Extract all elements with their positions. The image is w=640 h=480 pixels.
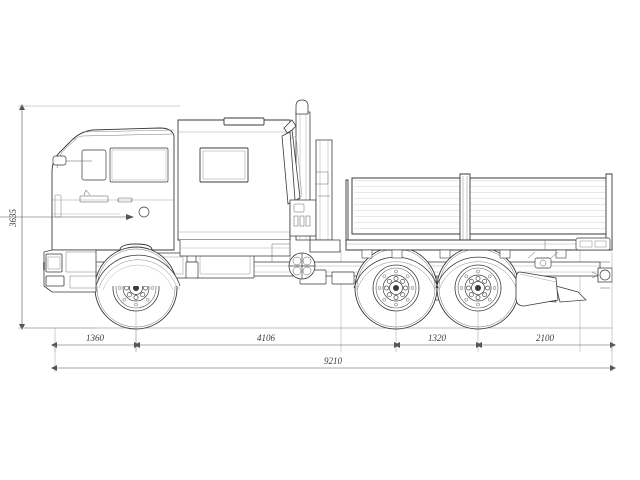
dimension-overall-height: 3635 (0, 104, 180, 330)
front-bumper (43, 249, 97, 293)
cab-window-front (81, 149, 107, 181)
roof-hatch (223, 117, 265, 126)
cab-window-side (109, 147, 169, 183)
rear-light-cluster (575, 237, 611, 251)
dimension-label-height: 3635 (8, 209, 18, 229)
dimension-label-bogie-spread: 1320 (428, 333, 447, 343)
crane-mount (309, 239, 341, 253)
dimension-label-rear-overhang: 2100 (536, 333, 555, 343)
aux-equipment (527, 240, 559, 269)
bed-front-post (345, 179, 349, 247)
dimension-label-front-overhang: 1360 (86, 333, 105, 343)
bed-mid-post (459, 173, 471, 247)
dimension-chain: 1360 4106 1320 2100 (51, 252, 616, 352)
module-window (199, 147, 249, 183)
door-handle (117, 197, 133, 203)
mirror (52, 155, 67, 166)
cab-badge (79, 195, 109, 203)
headlight (47, 256, 61, 270)
bed-rear-post (605, 173, 613, 251)
crane-manipulator (271, 99, 341, 280)
dimension-overall-length: 9210 (51, 345, 616, 372)
bed-floor-rail (345, 239, 613, 251)
wheel-arches (95, 254, 521, 291)
flatbed-platform (345, 173, 613, 259)
dimension-label-wheelbase: 4106 (257, 333, 276, 343)
exhaust-muffler (515, 271, 559, 307)
truck-cab (51, 127, 175, 251)
dimension-label-overall-length: 9210 (324, 356, 343, 366)
service-body-module (177, 117, 291, 257)
